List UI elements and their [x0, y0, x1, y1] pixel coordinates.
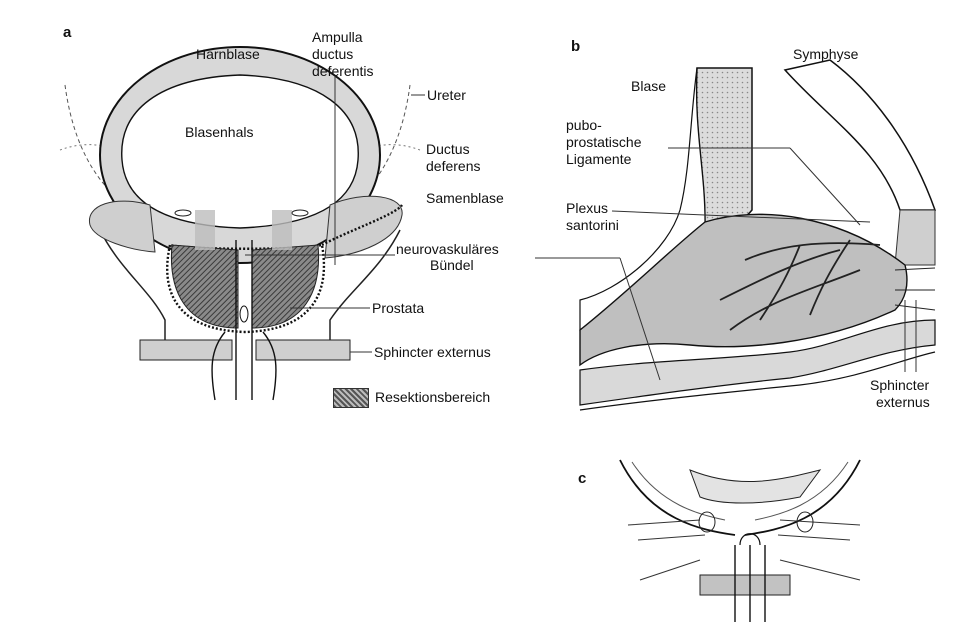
label-samenblase: Samenblase [426, 190, 504, 207]
label-harnblase: Harnblase [196, 46, 260, 63]
label-sphincter-externus: Sphincter externus [374, 344, 491, 361]
label-sphincter-b-2: externus [876, 394, 930, 411]
panel-a-drawing [60, 47, 425, 400]
label-ureter: Ureter [427, 87, 466, 104]
panel-label-a: a [63, 24, 71, 41]
legend-swatch-resection [333, 388, 369, 408]
label-pubo-1: pubo- [566, 117, 602, 134]
label-nvb-2: Bündel [430, 257, 474, 274]
label-pubo-2: prostatische [566, 134, 641, 151]
label-ampulla-3: deferentis [312, 63, 373, 80]
label-ductus-1: Ductus [426, 141, 470, 158]
label-sphincter-b-1: Sphincter [870, 377, 929, 394]
label-pubo-3: Ligamente [566, 151, 631, 168]
label-blasenhals: Blasenhals [185, 124, 254, 141]
panel-label-b: b [571, 38, 580, 55]
legend-label: Resektionsbereich [375, 389, 490, 406]
label-blase: Blase [631, 78, 666, 95]
label-ampulla-2: ductus [312, 46, 353, 63]
panel-label-c: c [578, 470, 586, 487]
label-symphyse: Symphyse [793, 46, 858, 63]
label-nvb-1: neurovaskuläres [396, 241, 499, 258]
label-ductus-2: deferens [426, 158, 480, 175]
panel-c-drawing [620, 460, 860, 622]
label-prostata: Prostata [372, 300, 424, 317]
panel-b-drawing [535, 60, 935, 410]
label-plexus-2: santorini [566, 217, 619, 234]
label-ampulla-1: Ampulla [312, 29, 363, 46]
label-plexus-1: Plexus [566, 200, 608, 217]
